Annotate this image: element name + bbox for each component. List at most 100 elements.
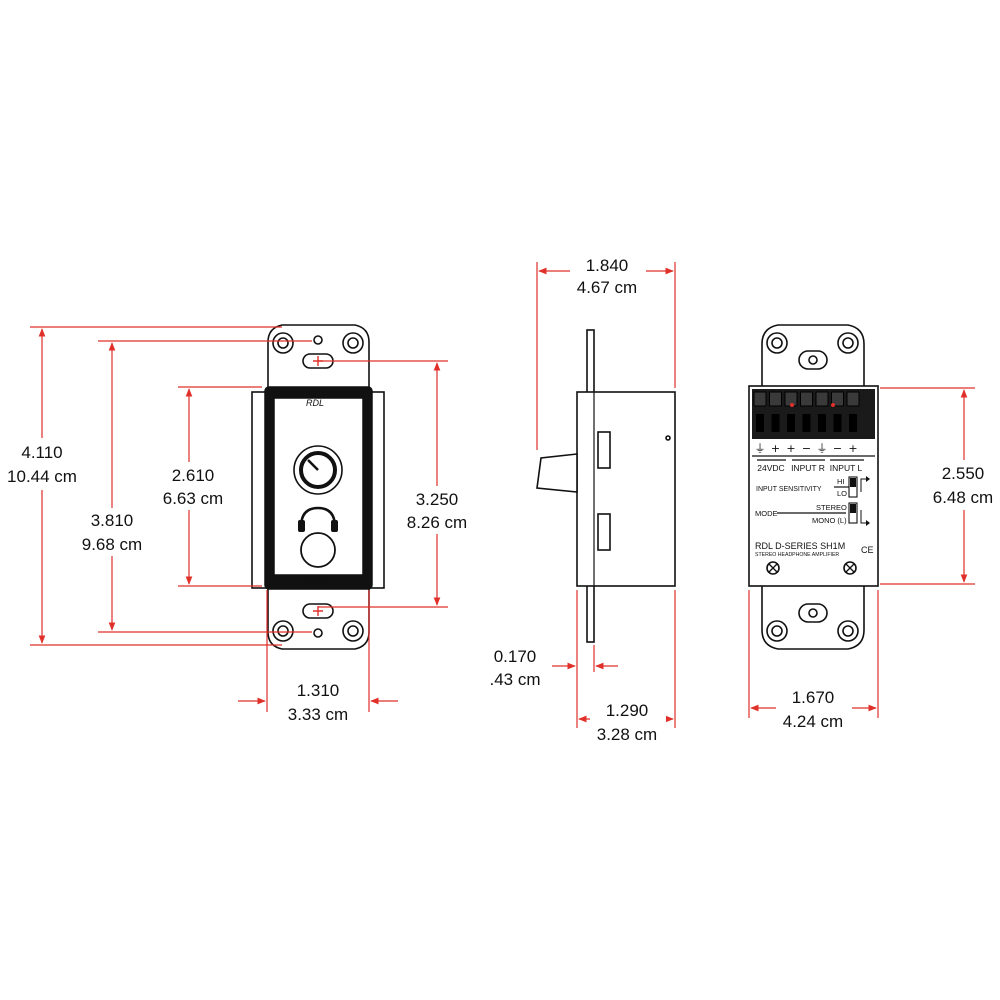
terminal-marker-dot-2 <box>831 403 835 407</box>
dim-mount-spacing-in: 3.810 <box>91 511 134 530</box>
rear-group-24vdc: 24VDC <box>757 463 784 473</box>
dim-body-depth-cm: 3.28 cm <box>597 725 657 744</box>
terminal-wire-entry-1 <box>756 414 764 432</box>
front-bottom-ear-hole-left-inner <box>277 625 289 637</box>
dim-overall-height-gap <box>2 438 86 490</box>
dim-overall-height-cm: 10.44 cm <box>7 467 77 486</box>
headphone-icon-right-cup <box>331 520 338 532</box>
dim-plate-width-in: 1.310 <box>297 681 340 700</box>
dim-mount-spacing-gap <box>80 508 146 556</box>
front-top-small-hole <box>313 335 323 345</box>
terminal-wire-entry-6 <box>833 414 842 432</box>
dim-rear-height-in: 2.550 <box>942 464 985 483</box>
ce-mark-icon: CE <box>861 545 874 555</box>
dim-plate-thickness-cm: .43 cm <box>489 670 540 689</box>
dim-body-depth-in: 1.290 <box>606 701 649 720</box>
dim-rear-width-in: 1.670 <box>792 688 835 707</box>
terminal-wire-entry-4 <box>802 414 811 432</box>
rear-top-ear-hole-left-inner <box>771 337 783 349</box>
terminal-symbol-1: ⏚ <box>755 442 766 455</box>
rear-model-label: RDL D-SERIES SH1M <box>755 541 845 551</box>
sensitivity-arrow-icon <box>860 478 866 492</box>
headphone-icon-left-cup <box>298 520 305 532</box>
side-body <box>576 391 676 587</box>
side-view <box>536 329 676 643</box>
dim-plate-width-cm: 3.33 cm <box>288 705 348 724</box>
terminal-screw-4 <box>800 391 813 407</box>
rear-hi-label: HI <box>837 477 845 486</box>
rear-screw-left-cross <box>768 563 778 573</box>
side-tab-upper <box>597 431 611 469</box>
terminal-block <box>752 389 875 439</box>
rear-view: ⏚++−⏚−+ 24VDC INPUT R INPUT L INPUT SENS… <box>748 324 879 650</box>
dim-body-height-in: 3.250 <box>416 490 459 509</box>
mode-switch-lever <box>850 504 856 513</box>
terminal-wire-entry-2 <box>771 414 780 432</box>
terminal-marker-dot-1 <box>790 403 794 407</box>
rear-group-input-r: INPUT R <box>791 463 825 473</box>
front-top-ear-hole-right-inner <box>347 337 359 349</box>
rear-stereo-label: STEREO <box>816 503 847 512</box>
terminal-screw-2 <box>769 391 782 407</box>
terminal-screw-5 <box>815 391 829 407</box>
front-bottom-ear-hole-right-inner <box>347 625 359 637</box>
side-tab-lower <box>597 513 611 551</box>
rear-group-input-l: INPUT L <box>830 463 863 473</box>
front-view: RDL D-SH1 <box>251 324 385 650</box>
dim-plate-height-gap <box>158 462 228 510</box>
terminal-symbol-7: + <box>848 442 857 455</box>
headphone-jack <box>300 532 336 568</box>
dim-body-depth-gap <box>590 700 666 746</box>
front-brand: RDL <box>306 398 324 408</box>
rear-input-sensitivity-label: INPUT SENSITIVITY <box>756 486 822 493</box>
sensitivity-arrow-head <box>866 476 870 482</box>
terminal-wire-entry-5 <box>818 414 826 432</box>
rear-mono-label: MONO (L) <box>812 516 847 525</box>
front-model: D-SH1 <box>304 574 331 584</box>
terminal-symbol-3: + <box>786 442 795 455</box>
rear-mode-label: MODE <box>755 509 778 518</box>
terminal-screw-6 <box>831 391 844 407</box>
dim-overall-height-in: 4.110 <box>21 443 62 462</box>
front-top-ear-hole-left-inner <box>277 337 289 349</box>
headphone-icon <box>299 506 337 528</box>
dim-rear-height-gap <box>928 460 998 510</box>
side-knob <box>536 453 578 493</box>
terminal-symbol-2: + <box>771 442 780 455</box>
dim-plate-height-cm: 6.63 cm <box>163 489 223 508</box>
dim-rear-width-gap <box>776 684 852 732</box>
rear-bottom-slot-hole <box>808 608 818 618</box>
rear-top-slot-hole <box>808 355 818 365</box>
terminal-wire-entry-7 <box>849 414 857 432</box>
terminal-screw-1 <box>753 391 767 407</box>
dim-plate-height-in: 2.610 <box>172 466 215 485</box>
dim-plate-thickness-in: 0.170 <box>494 647 537 666</box>
terminal-symbol-4: − <box>802 442 811 455</box>
rear-screw-right-cross <box>845 563 855 573</box>
dimensions: 4.110 10.44 cm 3.810 9.68 cm 2.610 6.63 … <box>2 252 998 746</box>
dim-depth-total-cm: 4.67 cm <box>577 278 637 297</box>
rear-lo-label: LO <box>837 489 847 498</box>
side-body-rivet <box>665 435 671 441</box>
dim-depth-total-gap <box>570 252 646 296</box>
terminal-symbol-5: ⏚ <box>817 442 828 455</box>
dim-depth-total-in: 1.840 <box>586 256 629 275</box>
front-bottom-small-hole <box>313 628 323 638</box>
terminal-screw-7 <box>846 391 860 407</box>
dim-body-height-cm: 8.26 cm <box>407 513 467 532</box>
front-top-slot-cross <box>313 356 323 366</box>
level-knob-indicator <box>307 459 319 471</box>
dim-mount-spacing-cm: 9.68 cm <box>82 535 142 554</box>
front-bottom-slot-cross <box>313 606 323 616</box>
rear-top-ear-hole-right-inner <box>842 337 854 349</box>
terminal-wire-entry-3 <box>787 414 795 432</box>
mode-arrow-head <box>866 520 870 526</box>
dim-body-height-gap <box>400 486 478 534</box>
rear-description-label: STEREO HEADPHONE AMPLIFIER <box>755 552 839 558</box>
rear-bottom-ear-hole-left-inner <box>771 625 783 637</box>
terminal-symbol-6: − <box>833 442 842 455</box>
dim-rear-width-cm: 4.24 cm <box>783 712 843 731</box>
sensitivity-switch-lever <box>850 478 856 487</box>
